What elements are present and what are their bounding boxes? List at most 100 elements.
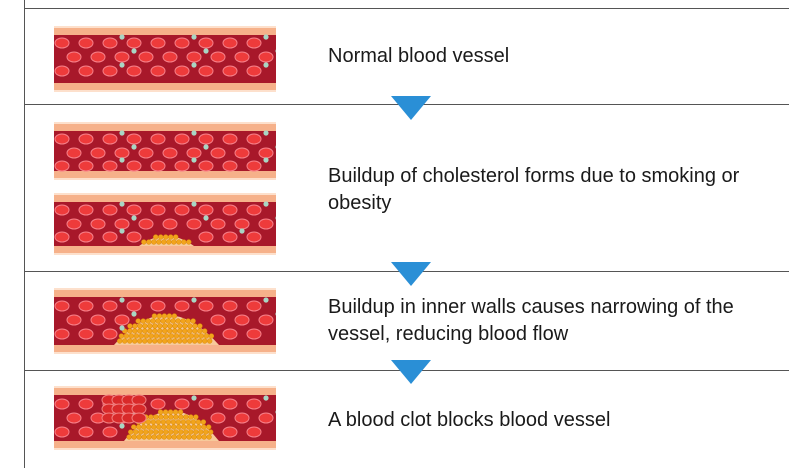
cholesterol-particle: [158, 410, 163, 415]
cholesterol-particle: [208, 430, 213, 435]
cholesterol-particle: [171, 425, 176, 430]
red-blood-cell: [247, 427, 261, 437]
down-arrow-icon: [391, 360, 431, 384]
red-blood-cell: [247, 232, 261, 242]
cholesterol-particle: [207, 339, 212, 344]
red-blood-cell: [67, 219, 81, 229]
cholesterol-particle: [133, 430, 138, 435]
cholesterol-particle: [166, 420, 171, 425]
cholesterol-particle: [153, 415, 158, 420]
red-blood-cell: [259, 413, 273, 423]
cholesterol-particle: [144, 334, 149, 339]
cholesterol-particle: [138, 430, 143, 435]
cholesterol-particle: [194, 334, 199, 339]
red-blood-cell: [223, 399, 237, 409]
red-blood-cell: [91, 315, 105, 325]
cholesterol-particle: [182, 329, 187, 334]
cholesterol-particle: [171, 319, 176, 324]
cholesterol-particle: [164, 334, 169, 339]
red-blood-cell: [247, 329, 261, 339]
blood-vessel-illustration: [54, 26, 276, 92]
cholesterol-particle: [157, 329, 162, 334]
white-blood-cell: [191, 297, 196, 302]
cholesterol-particle: [171, 420, 176, 425]
white-blood-cell: [263, 130, 268, 135]
cholesterol-particle: [134, 334, 139, 339]
cholesterol-particle: [137, 435, 142, 440]
red-blood-cell: [199, 232, 213, 242]
cholesterol-particle: [202, 339, 207, 344]
white-blood-cell: [203, 144, 208, 149]
vessel-buildup-top: [54, 122, 276, 180]
cholesterol-particle: [193, 324, 198, 329]
cholesterol-particle: [147, 329, 152, 334]
red-blood-cell: [55, 205, 69, 215]
red-blood-cell: [235, 413, 249, 423]
red-blood-cell: [151, 205, 165, 215]
white-blood-cell: [263, 297, 268, 302]
red-blood-cell: [91, 148, 105, 158]
cholesterol-particle: [166, 425, 171, 430]
cholesterol-particle: [178, 415, 183, 420]
red-blood-cell: [91, 52, 105, 62]
vessel-normal: [54, 26, 276, 92]
cholesterol-particle: [207, 435, 212, 440]
red-blood-cell: [151, 66, 165, 76]
white-blood-cell: [239, 228, 244, 233]
cholesterol-particle: [191, 425, 196, 430]
cholesterol-particle: [172, 314, 177, 319]
cholesterol-particle: [153, 430, 158, 435]
red-blood-cell: [223, 427, 237, 437]
cholesterol-particle: [172, 339, 177, 344]
cholesterol-particle: [188, 324, 193, 329]
red-blood-cell: [151, 38, 165, 48]
cholesterol-particle: [124, 334, 129, 339]
white-blood-cell: [131, 311, 136, 316]
cholesterol-particle: [158, 324, 163, 329]
cholesterol-particle: [132, 435, 137, 440]
red-blood-cell: [235, 219, 249, 229]
white-blood-cell: [131, 48, 136, 53]
cholesterol-particle: [201, 420, 206, 425]
cholesterol-particle: [151, 425, 156, 430]
white-blood-cell: [191, 201, 196, 206]
cholesterol-particle: [188, 430, 193, 435]
cholesterol-particle: [156, 425, 161, 430]
cholesterol-particle: [203, 430, 208, 435]
cholesterol-particle: [192, 435, 197, 440]
cholesterol-particle: [176, 420, 181, 425]
cholesterol-particle: [196, 425, 201, 430]
red-blood-cell: [211, 148, 225, 158]
cholesterol-particle: [127, 435, 132, 440]
red-blood-cell: [103, 38, 117, 48]
red-blood-cell: [199, 134, 213, 144]
vessel-wall: [54, 171, 276, 178]
vessel-wall: [54, 246, 276, 253]
blood-vessel-illustration: [54, 288, 276, 354]
red-blood-cell: [127, 205, 141, 215]
cholesterol-particle: [178, 410, 183, 415]
cholesterol-particle: [172, 329, 177, 334]
cholesterol-particle: [187, 329, 192, 334]
white-blood-cell: [191, 395, 196, 400]
blood-vessel-illustration: [54, 193, 276, 255]
red-blood-cell: [79, 399, 93, 409]
cholesterol-particle: [152, 329, 157, 334]
red-blood-cell: [247, 134, 261, 144]
white-blood-cell: [191, 62, 196, 67]
cholesterol-particle: [139, 334, 144, 339]
red-blood-cell: [151, 399, 165, 409]
red-blood-cell: [91, 219, 105, 229]
cholesterol-particle: [159, 334, 164, 339]
red-blood-cell: [127, 134, 141, 144]
cholesterol-particle: [166, 240, 171, 245]
cholesterol-particle: [187, 339, 192, 344]
cholesterol-particle: [119, 334, 124, 339]
vessel-wall: [54, 83, 276, 90]
cholesterol-particle: [173, 415, 178, 420]
cholesterol-particle: [152, 314, 157, 319]
cholesterol-particle: [176, 425, 181, 430]
cholesterol-particle: [198, 324, 203, 329]
cholesterol-particle: [129, 334, 134, 339]
cholesterol-particle: [192, 329, 197, 334]
